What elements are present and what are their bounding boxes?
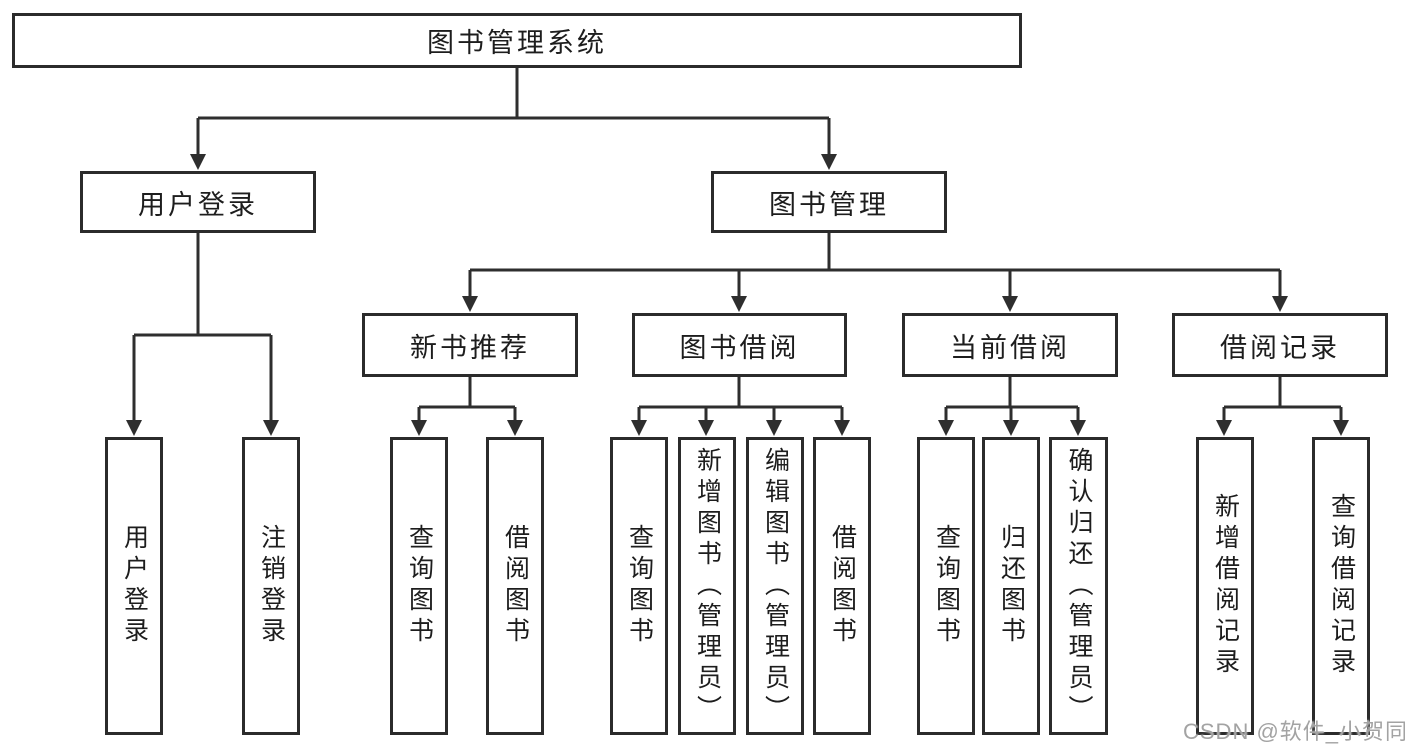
node-label: 编辑图书（管理员） xyxy=(761,446,790,726)
leaf-user-login: 用户登录 xyxy=(105,437,163,735)
node-label: 新增借阅记录 xyxy=(1211,493,1240,679)
leaf-confirm-return-admin: 确认归还（管理员） xyxy=(1049,437,1108,735)
node-label: 新增图书（管理员） xyxy=(693,446,722,726)
node-label: 用户登录 xyxy=(138,189,258,220)
node-label: 借阅图书 xyxy=(828,524,857,648)
node-label: 查询图书 xyxy=(932,524,961,648)
leaf-return-books: 归还图书 xyxy=(982,437,1040,735)
node-label: 借阅记录 xyxy=(1220,332,1340,363)
node-new-book-recommend: 新书推荐 xyxy=(362,313,578,377)
node-label: 图书借阅 xyxy=(679,332,800,363)
node-label: 新书推荐 xyxy=(410,332,530,363)
connector-borrow-records-to-leaves xyxy=(1216,377,1349,436)
node-label: 注销登录 xyxy=(257,524,286,648)
node-label: 确认归还（管理员） xyxy=(1065,446,1093,726)
node-current-borrow: 当前借阅 xyxy=(902,313,1118,377)
node-label: 图书管理系统 xyxy=(427,28,607,58)
node-label: 借阅图书 xyxy=(501,524,530,648)
node-label: 归还图书 xyxy=(997,524,1026,648)
leaf-query-borrow-record: 查询借阅记录 xyxy=(1312,437,1370,735)
leaf-query-books-borrow: 查询图书 xyxy=(610,437,668,735)
leaf-query-books-recommend: 查询图书 xyxy=(390,437,448,735)
connector-user-login-to-leaves xyxy=(126,233,279,436)
node-book-borrow: 图书借阅 xyxy=(632,313,847,377)
node-label: 查询图书 xyxy=(625,524,654,648)
connector-book-borrow-to-leaves xyxy=(631,377,850,436)
node-label: 查询借阅记录 xyxy=(1327,493,1356,679)
connector-book-management-to-level3 xyxy=(462,233,1288,312)
csdn-watermark: CSDN @软件_小贺同学 xyxy=(1183,719,1405,744)
node-label: 当前借阅 xyxy=(950,332,1070,363)
leaf-edit-books-admin: 编辑图书（管理员） xyxy=(746,437,804,735)
leaf-add-books-admin: 新增图书（管理员） xyxy=(678,437,736,735)
node-user-login: 用户登录 xyxy=(80,171,316,233)
leaf-add-borrow-record: 新增借阅记录 xyxy=(1196,437,1254,735)
node-label: 图书管理 xyxy=(769,189,889,220)
connector-current-borrow-to-leaves xyxy=(938,377,1086,436)
connector-root-to-level2 xyxy=(190,68,837,170)
leaf-query-books-current: 查询图书 xyxy=(917,437,975,735)
node-root-system: 图书管理系统 xyxy=(12,13,1022,68)
leaf-borrow-books: 借阅图书 xyxy=(813,437,871,735)
node-label: 用户登录 xyxy=(120,524,149,648)
leaf-logout: 注销登录 xyxy=(242,437,300,735)
node-borrow-records: 借阅记录 xyxy=(1172,313,1388,377)
leaf-borrow-books-recommend: 借阅图书 xyxy=(486,437,544,735)
node-book-management: 图书管理 xyxy=(711,171,947,233)
connector-new-book-to-leaves xyxy=(411,377,523,436)
node-label: 查询图书 xyxy=(405,524,434,648)
